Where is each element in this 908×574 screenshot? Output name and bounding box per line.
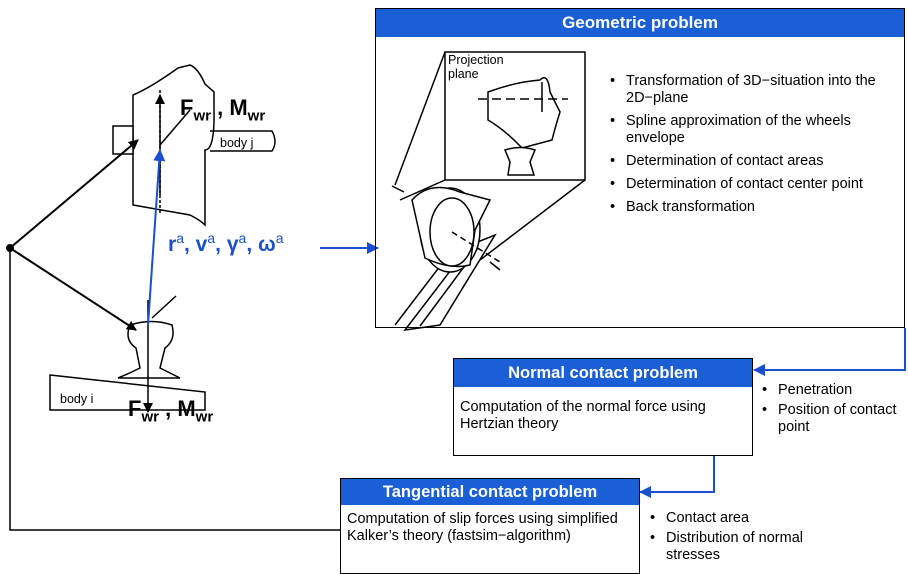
projection-label-line2: plane xyxy=(448,67,479,81)
normal-bullet: Position of contact point xyxy=(760,402,908,436)
sup-a: a xyxy=(238,230,247,246)
projection-label-line1: Projection xyxy=(448,53,504,67)
force-moment-label-lower: Fwr , Mwr xyxy=(128,396,213,425)
force-symbol: F xyxy=(180,95,194,120)
geometric-sketch xyxy=(391,51,586,332)
axle-body-j xyxy=(210,130,276,152)
comma: , xyxy=(246,233,253,256)
omega-symbol: ω xyxy=(258,233,276,256)
sup-a: a xyxy=(275,230,284,246)
force-symbol: F xyxy=(128,396,142,421)
tangential-bullet: Contact area xyxy=(648,510,848,527)
force-moment-label-upper: Fwr , Mwr xyxy=(180,95,265,124)
gamma-symbol: γ xyxy=(226,233,239,256)
lower-rail xyxy=(49,320,206,411)
tangential-bullet-list: Contact area Distribution of normal stre… xyxy=(648,510,848,564)
body-j-label: body j xyxy=(220,136,254,150)
projection-plane-label: Projection plane xyxy=(448,53,504,81)
moment-symbol: M xyxy=(229,95,248,120)
sup-a: a xyxy=(207,230,216,246)
normal-text: Computation of the normal force using He… xyxy=(460,399,706,432)
v-symbol: v xyxy=(195,233,208,256)
moment-subscript: wr xyxy=(247,107,266,125)
geometric-title: Geometric problem xyxy=(376,9,904,37)
comma: , xyxy=(217,95,224,120)
geometric-bullet: Determination of contact center point xyxy=(608,176,898,193)
rail-profile xyxy=(117,320,181,379)
tangential-title: Tangential contact problem xyxy=(341,479,639,505)
kinematics-label: ra, va, γa, ωa xyxy=(168,230,284,257)
body-i-label: body i xyxy=(60,392,94,406)
wheel-hub-left xyxy=(112,125,134,155)
sup-a: a xyxy=(176,230,184,246)
projected-rail xyxy=(503,146,537,176)
force-subscript: wr xyxy=(193,107,211,125)
base-plate xyxy=(49,374,206,411)
moment-symbol: M xyxy=(177,396,196,421)
comma: , xyxy=(165,396,172,421)
geometric-bullet: Back transformation xyxy=(608,199,898,216)
normal-bullet-list: Penetration Position of contact point xyxy=(760,382,908,436)
geometric-problem-box: Geometric problem Projection plane Trans… xyxy=(375,8,905,328)
geometric-to-normal-connector xyxy=(753,328,906,376)
feedback-line xyxy=(9,248,340,531)
position-arrows xyxy=(9,139,139,331)
geometric-bullet: Spline approximation of the wheels envel… xyxy=(608,113,898,147)
tangential-bullet: Distribution of normal stresses xyxy=(648,530,848,564)
force-subscript: wr xyxy=(141,408,159,426)
moment-subscript: wr xyxy=(195,408,214,426)
wheel-profile xyxy=(132,64,215,227)
normal-title: Normal contact problem xyxy=(454,359,752,387)
tangential-text: Computation of slip forces using simplif… xyxy=(347,511,618,544)
normal-bullet: Penetration xyxy=(760,382,908,399)
tangential-problem-box: Tangential contact problem Computation o… xyxy=(340,478,640,574)
r-symbol: r xyxy=(168,233,177,256)
normal-problem-box: Normal contact problem Computation of th… xyxy=(453,358,753,456)
relative-vector xyxy=(147,149,166,326)
comma: , xyxy=(183,233,190,256)
geometric-bullet: Transformation of 3D−situation into the … xyxy=(608,73,898,107)
normal-to-tangential-connector xyxy=(639,455,715,498)
comma: , xyxy=(215,233,221,256)
geometric-bullet-list: Transformation of 3D−situation into the … xyxy=(608,73,898,216)
geometric-bullet: Determination of contact areas xyxy=(608,153,898,170)
